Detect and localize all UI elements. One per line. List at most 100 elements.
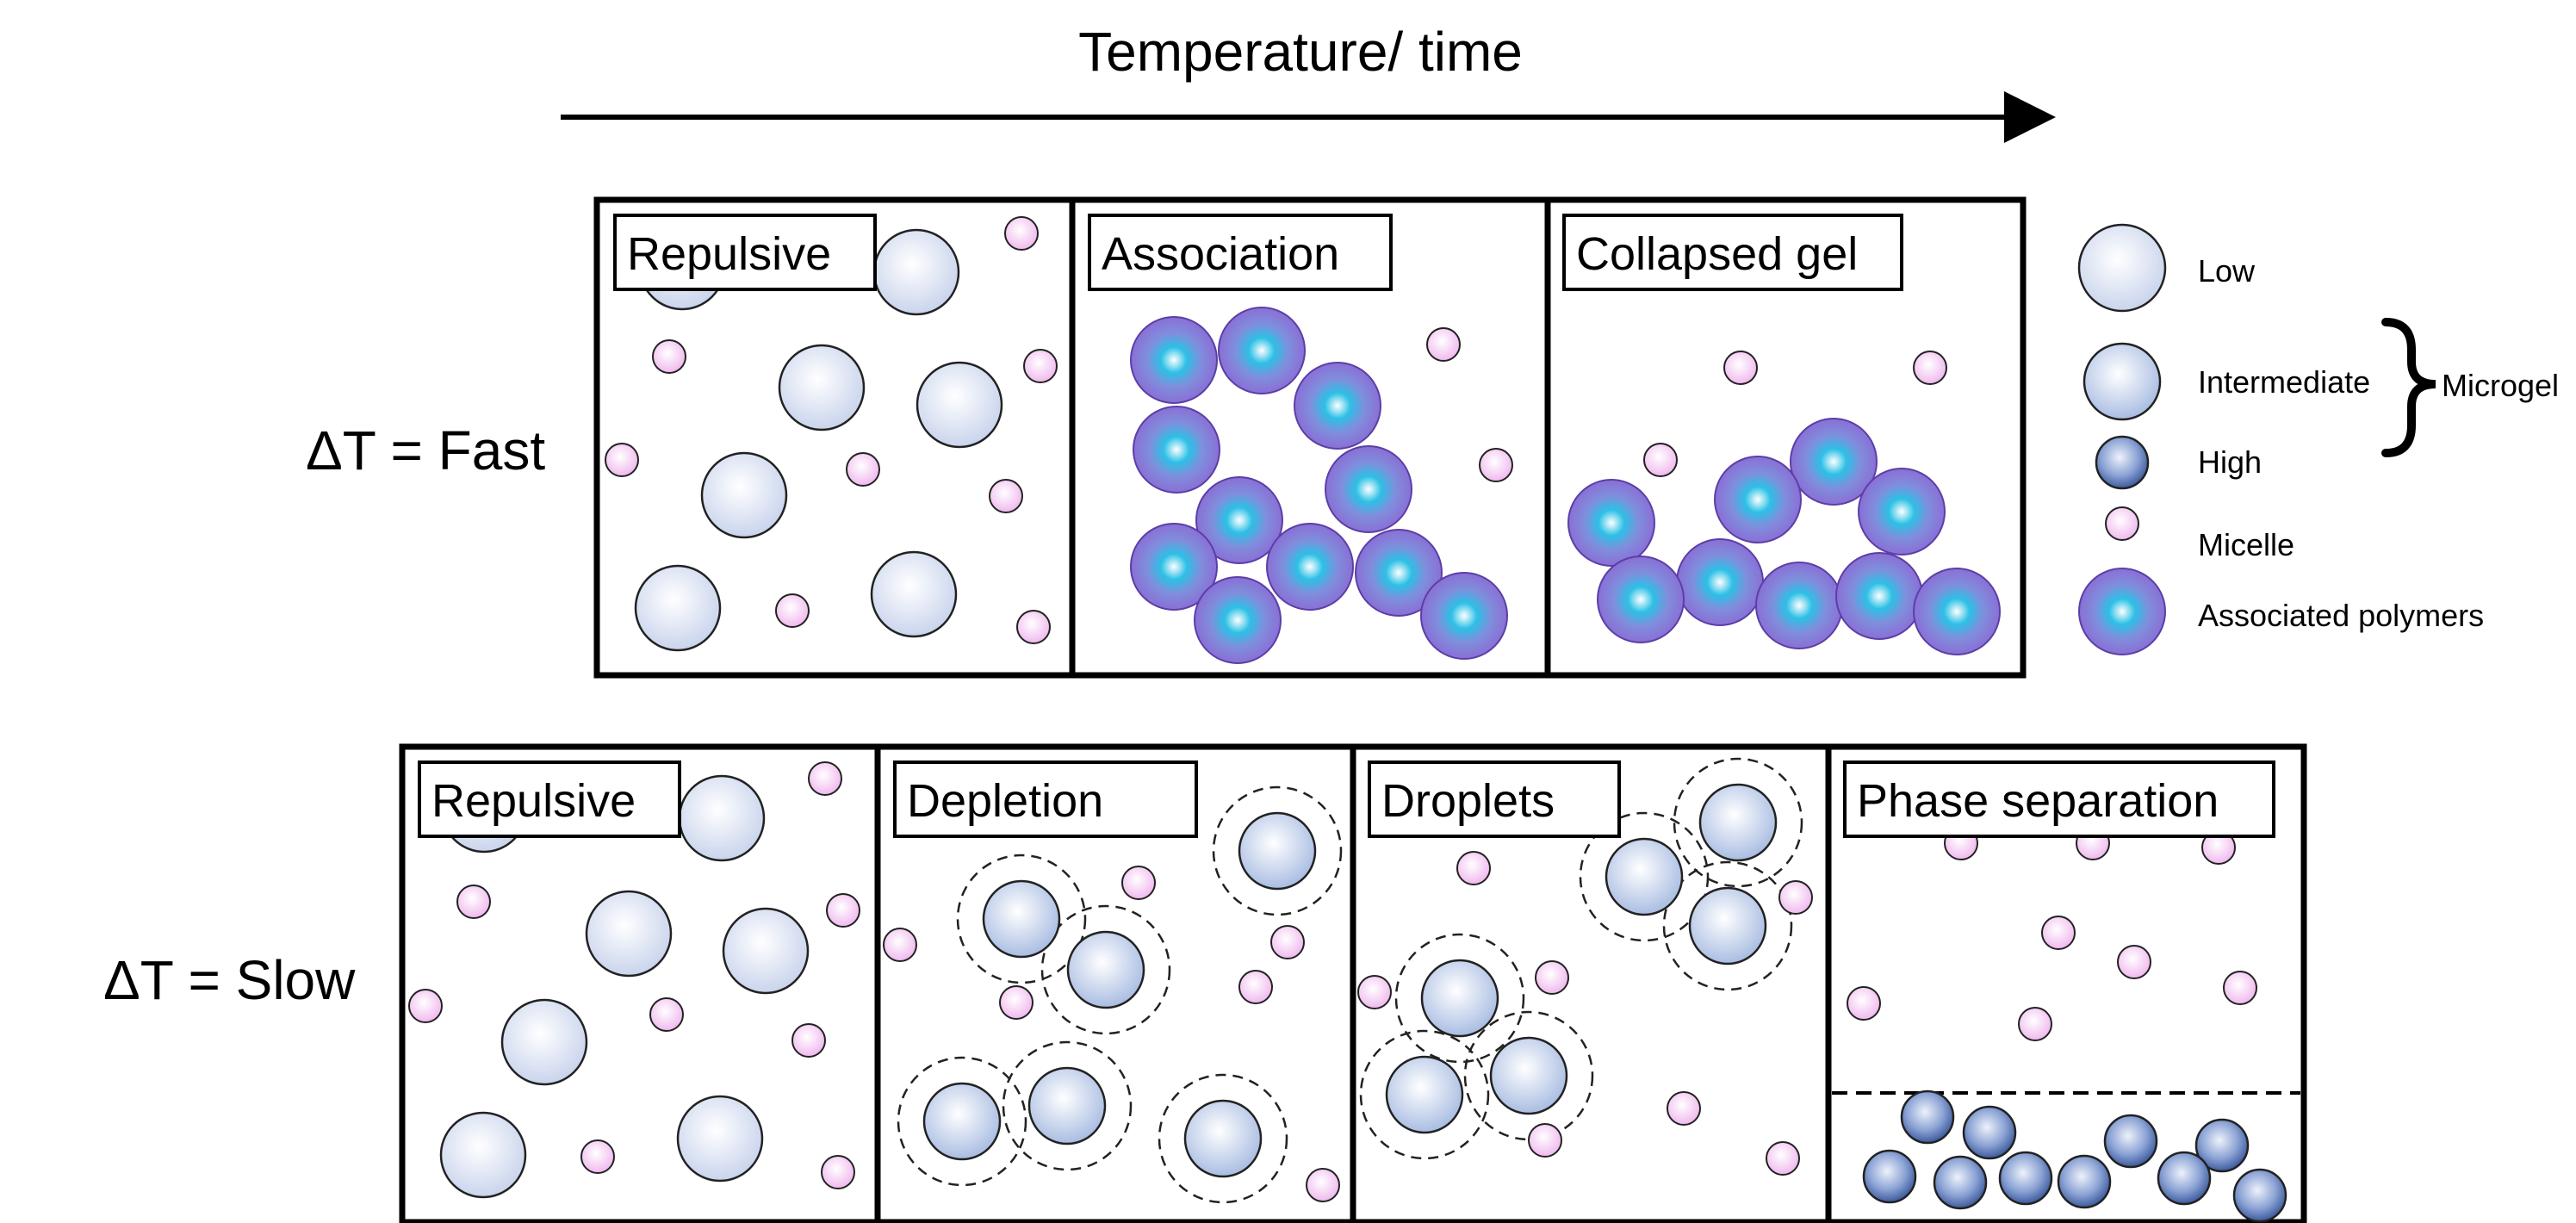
legend-swatch-intermediate bbox=[2083, 342, 2162, 421]
associated-polymer bbox=[1355, 529, 1443, 617]
associated-polymer bbox=[1755, 562, 1843, 649]
legend-swatch-micelle bbox=[2105, 506, 2139, 541]
microgel-intermediate bbox=[1605, 837, 1684, 916]
droplet-zones bbox=[1359, 757, 1803, 1160]
microgel-high bbox=[1933, 1155, 1988, 1210]
microgel-high bbox=[1900, 1090, 1955, 1145]
micelle bbox=[846, 452, 880, 487]
microgel-intermediate bbox=[1385, 1055, 1464, 1134]
droplet-zone bbox=[1662, 860, 1793, 991]
microgel-low bbox=[500, 998, 588, 1086]
micelle bbox=[456, 885, 491, 919]
panel-title: Association bbox=[1102, 228, 1339, 280]
legend-item-associated: Associated polymers bbox=[2078, 568, 2484, 655]
micelle bbox=[1121, 866, 1156, 900]
microgel-low bbox=[439, 1111, 527, 1199]
microgel-intermediate bbox=[1183, 1099, 1263, 1178]
panel-title: Repulsive bbox=[627, 228, 831, 280]
microgel-group-label: Microgel bbox=[2442, 368, 2559, 403]
axis-label: Temperature/ time bbox=[1078, 21, 1523, 83]
panel-fast-repulsive: Repulsive bbox=[593, 196, 1076, 679]
micelle bbox=[1004, 216, 1039, 251]
legend-item-low: Low bbox=[2077, 223, 2256, 313]
depletion-zone bbox=[897, 1056, 1027, 1187]
micelle bbox=[2018, 1007, 2052, 1041]
row-label-fast: ΔT = Fast bbox=[306, 419, 545, 481]
micelle bbox=[1528, 1123, 1562, 1158]
microgel-high bbox=[2157, 1151, 2212, 1206]
micelle bbox=[2223, 971, 2257, 1005]
legend-swatch-high bbox=[2095, 435, 2150, 490]
microgel-high bbox=[1962, 1105, 2017, 1160]
panel-title: Droplets bbox=[1381, 775, 1555, 827]
micelle bbox=[826, 893, 860, 928]
micelle bbox=[2041, 916, 2076, 950]
panel-title-box bbox=[1088, 214, 1393, 291]
panel-title: Depletion bbox=[907, 775, 1103, 827]
micelle bbox=[775, 593, 810, 628]
associated-polymer bbox=[1835, 552, 1923, 640]
microgel-high bbox=[2103, 1114, 2158, 1169]
microgel-intermediate bbox=[1420, 959, 1499, 1038]
micelle bbox=[989, 479, 1023, 513]
micelle bbox=[791, 1023, 826, 1058]
panel-slow-droplets: Droplets bbox=[1350, 743, 1832, 1223]
microgel-high bbox=[1862, 1149, 1917, 1204]
micelle bbox=[1643, 443, 1678, 477]
micelle bbox=[1238, 970, 1273, 1004]
microgel-brace bbox=[2381, 318, 2436, 457]
panel-title-box bbox=[1562, 214, 1903, 291]
micelle bbox=[1426, 327, 1461, 362]
micelle bbox=[883, 928, 917, 962]
micelle bbox=[821, 1155, 855, 1189]
microgel-low bbox=[700, 451, 788, 539]
associated-polymer bbox=[1567, 479, 1655, 567]
microgel-low bbox=[872, 228, 960, 316]
micelle bbox=[999, 985, 1034, 1020]
associated-polymer bbox=[1913, 568, 2001, 655]
legend-swatch-low bbox=[2077, 223, 2167, 313]
micelle bbox=[649, 997, 684, 1032]
panel-title-box bbox=[613, 214, 877, 291]
associated-polymer bbox=[1194, 576, 1282, 664]
panel-slow-repulsive: Repulsive bbox=[399, 743, 881, 1223]
microgel-intermediate bbox=[922, 1082, 1002, 1161]
microgel-low bbox=[870, 550, 958, 638]
micelle bbox=[1778, 880, 1813, 915]
microgel-intermediate bbox=[1238, 811, 1317, 891]
micelle bbox=[605, 443, 639, 477]
micelle bbox=[808, 761, 842, 796]
micelle bbox=[580, 1139, 615, 1174]
micelle bbox=[1766, 1141, 1800, 1176]
droplet-zone bbox=[1579, 811, 1710, 942]
associated-polymer bbox=[1597, 556, 1685, 643]
microgel-high bbox=[1998, 1151, 2053, 1206]
panel-title-box bbox=[893, 760, 1198, 838]
depletion-zone bbox=[1212, 785, 1343, 916]
legend-item-micelle: Micelle bbox=[2105, 506, 2294, 562]
panel-slow-phase-separation: Phase separation bbox=[1825, 743, 2307, 1223]
micelle bbox=[1535, 960, 1569, 995]
panel-slow-depletion: Depletion bbox=[874, 743, 1356, 1223]
microgel-intermediate bbox=[1027, 1066, 1107, 1145]
panel-fast-association: Association bbox=[1069, 196, 1551, 679]
panel-title-box bbox=[418, 760, 681, 838]
microgel-low bbox=[722, 907, 810, 995]
legend-label: Intermediate bbox=[2198, 364, 2370, 400]
fast-row: Repulsive Association bbox=[593, 196, 2027, 679]
legend-item-intermediate: Intermediate bbox=[2083, 342, 2370, 421]
microgel-low bbox=[678, 774, 766, 862]
associated-polymer bbox=[1266, 523, 1354, 611]
legend-label: Low bbox=[2198, 253, 2256, 289]
panel-title-box bbox=[1368, 760, 1621, 838]
microgel-intermediate bbox=[1698, 783, 1778, 862]
microgel-high bbox=[2194, 1118, 2250, 1173]
associated-polymer bbox=[1133, 406, 1220, 494]
row-label-slow: ΔT = Slow bbox=[103, 949, 356, 1011]
micelle bbox=[1723, 351, 1758, 385]
temperature-axis: Temperature/ time bbox=[561, 21, 2056, 143]
depletion-zone bbox=[1158, 1073, 1288, 1204]
associated-polymer bbox=[1676, 538, 1764, 626]
panel-fast-collapsed-gel: Collapsed gel bbox=[1544, 196, 2027, 679]
microgel-low bbox=[585, 890, 673, 978]
